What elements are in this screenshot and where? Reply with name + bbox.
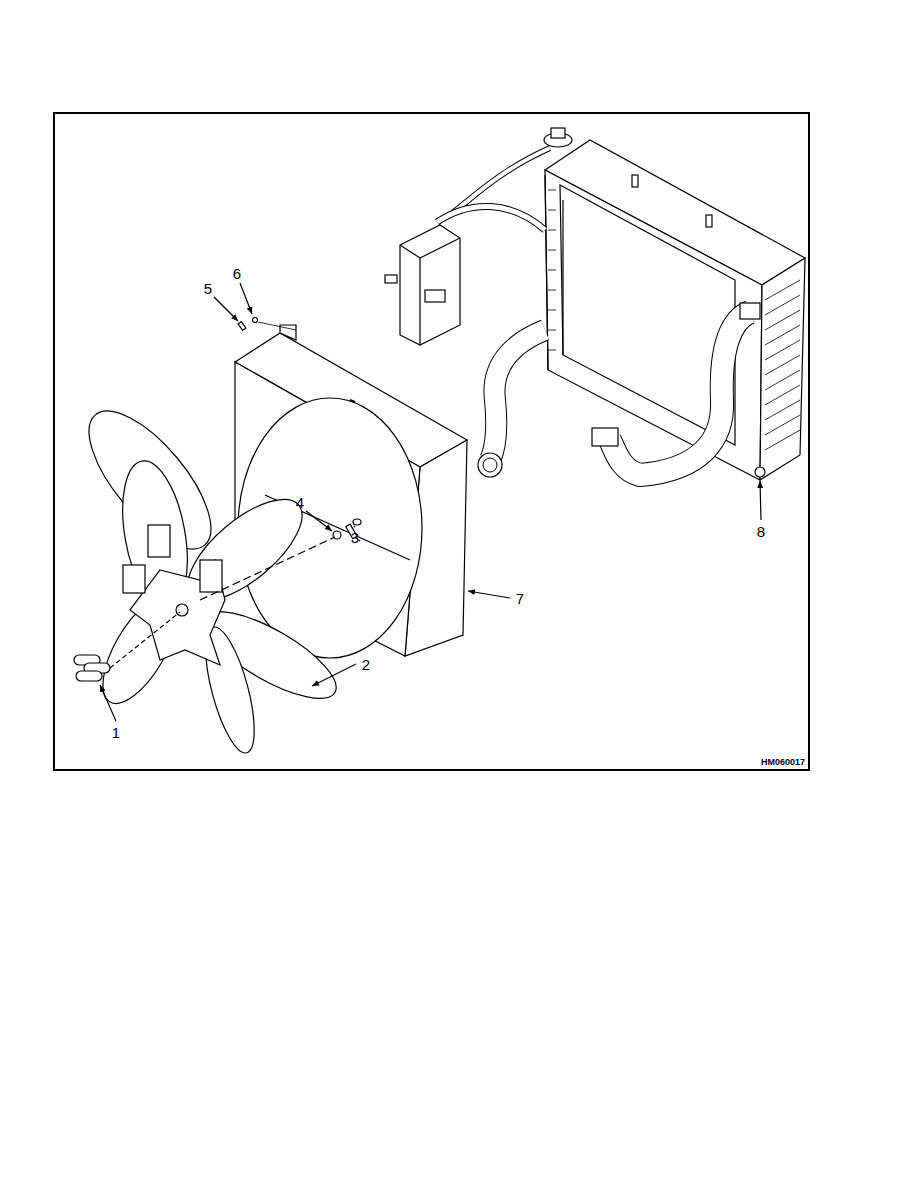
leader-line	[100, 283, 761, 721]
coolant-bottle	[385, 148, 550, 345]
callout-number: 5	[204, 281, 212, 296]
radiator	[544, 128, 805, 480]
spacer-part	[74, 612, 180, 681]
figure-code: HM060017	[761, 758, 805, 767]
radiator-hoses	[478, 303, 760, 477]
callout-number: 2	[362, 657, 370, 672]
callout-number: 1	[112, 725, 120, 740]
figure-frame	[54, 113, 809, 770]
fan-blade	[69, 392, 348, 757]
callout-number: 7	[516, 591, 524, 606]
fan-shroud	[235, 325, 467, 658]
callout-number: 8	[757, 524, 765, 539]
fastener-parts	[200, 318, 361, 601]
callout-number: 4	[296, 495, 304, 510]
callout-number: 6	[233, 266, 241, 281]
callout-number: 3	[351, 530, 359, 545]
